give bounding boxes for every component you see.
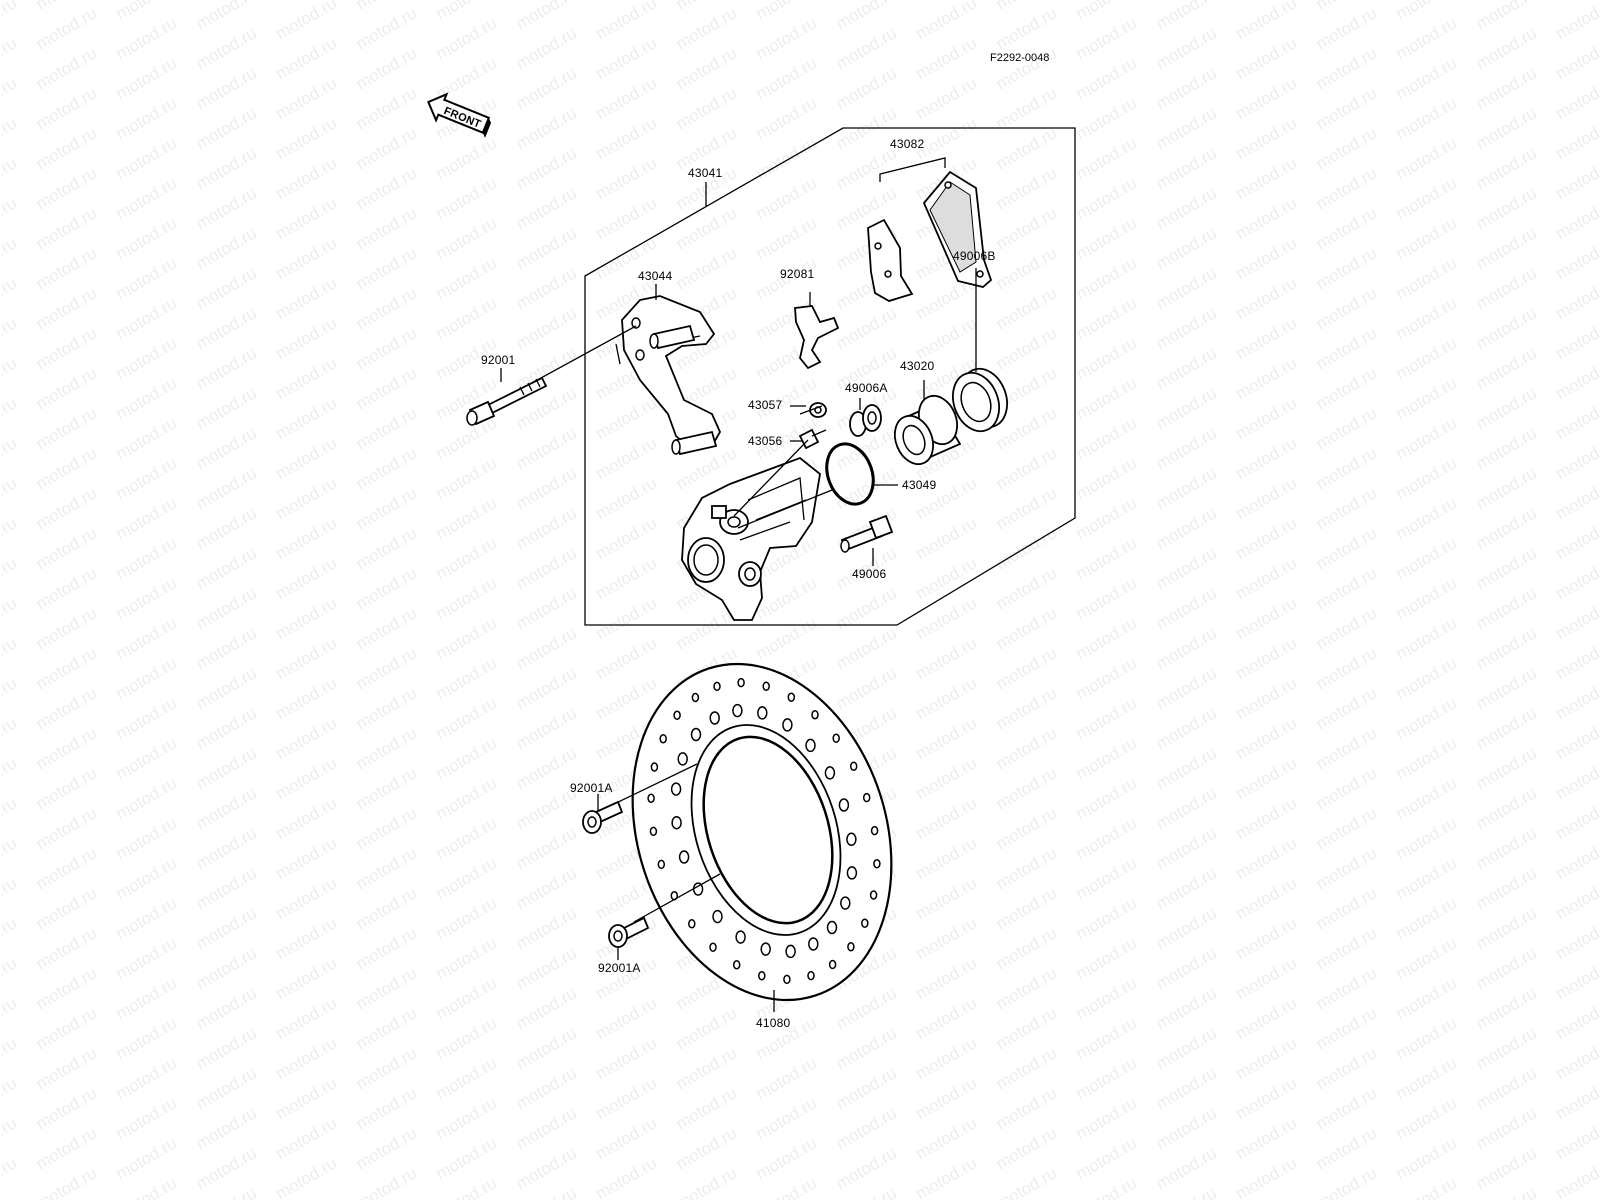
caliper-assembly-outline [584, 127, 1076, 626]
label-slide-pin: 49006 [852, 567, 886, 581]
disc-outer-hole [659, 734, 667, 744]
disc-inner-hole [824, 766, 836, 780]
disc-outer-hole [861, 918, 869, 928]
label-disc-bolt-lower: 92001A [598, 961, 641, 975]
disc-inner-hole [826, 920, 838, 935]
disc-outer-hole [870, 825, 879, 836]
disc-outer-hole [873, 858, 881, 869]
disc-inner-hole [712, 909, 723, 924]
disc-outer-hole [811, 710, 819, 720]
disc-outer-hole [650, 762, 659, 772]
label-disc-bolt-upper: 92001A [570, 781, 613, 795]
disc-outer-hole [832, 733, 840, 743]
disc-outer-hole [758, 970, 766, 981]
brake-disc [631, 662, 893, 1002]
caliper-bolt [466, 325, 637, 426]
disc-outer-hole [762, 681, 770, 692]
disc-inner-hole [677, 752, 688, 766]
label-bleed-cap: 43057 [748, 398, 782, 412]
disc-inner-hole [840, 896, 851, 910]
disc-inner-hole [785, 944, 796, 959]
disc-inner-hole [709, 711, 720, 725]
disc-inner-hole [690, 727, 702, 742]
label-dust-seal-b: 49006B [953, 249, 996, 263]
disc-outer-hole [828, 959, 837, 970]
piston [893, 394, 962, 466]
disc-inner-hole [735, 930, 746, 944]
piston-seal [825, 442, 875, 506]
label-caliper-holder: 43044 [638, 269, 672, 283]
dust-seal-b [952, 367, 1008, 433]
reference-code: F2292-0048 [990, 52, 1049, 64]
disc-outer-hole [688, 919, 696, 929]
disc-outer-hole [713, 681, 721, 692]
watermark-text: motod.ru [1553, 0, 1600, 43]
disc-inner-hole [846, 832, 857, 847]
bleed-cap [799, 402, 827, 418]
boot-a [849, 404, 882, 437]
disc-inner-hole [808, 937, 819, 951]
label-pad-spring: 92081 [780, 267, 814, 281]
label-caliper-bolt: 92001 [481, 353, 515, 367]
brake-pad-set [867, 157, 993, 302]
disc-outer-hole [691, 692, 700, 703]
disc-inner-hole [732, 703, 743, 718]
disc-outer-hole [783, 974, 791, 985]
disc-inner-hole [670, 782, 682, 796]
slide-pin [840, 514, 894, 553]
disc-outer-hole [732, 960, 741, 970]
disc-outer-hole [849, 761, 858, 772]
disc-inner-hole [838, 798, 850, 812]
label-brake-disc: 41080 [756, 1016, 790, 1030]
disc-inner-hole [671, 815, 682, 830]
disc-outer-hole [847, 942, 855, 952]
label-bleed-valve: 43056 [748, 434, 782, 448]
disc-outer-hole [657, 859, 666, 870]
disc-inner-hole [760, 942, 771, 956]
disc-bolt-upper [582, 763, 698, 834]
disc-outer-hole [807, 970, 815, 981]
watermark-text: motod.ru [0, 1153, 20, 1200]
label-piston: 43020 [900, 359, 934, 373]
disc-outer-hole [787, 692, 796, 702]
caliper-body [681, 439, 833, 621]
caliper-holder [615, 295, 722, 456]
disc-inner-hole [782, 718, 793, 732]
disc-outer-hole [869, 890, 878, 900]
disc-bolt-lower [608, 873, 721, 948]
disc-inner-hole [678, 850, 690, 864]
label-caliper-assembly: 43041 [688, 166, 722, 180]
disc-inner-hole [805, 738, 816, 753]
pad-spring [794, 292, 840, 370]
disc-outer-hole [737, 677, 745, 688]
disc-inner-hole [846, 866, 858, 880]
disc-outer-hole [649, 826, 658, 837]
leader-lines [500, 182, 977, 1012]
label-pad-set: 43082 [890, 137, 924, 151]
disc-outer-hole [673, 710, 681, 720]
label-piston-seal: 43049 [902, 478, 936, 492]
disc-outer-hole [709, 942, 717, 952]
disc-holes [647, 677, 881, 985]
disc-outer-hole [862, 792, 871, 803]
label-boot-a: 49006A [845, 381, 888, 395]
disc-inner-hole [757, 706, 768, 720]
disc-outer-hole [647, 793, 655, 804]
